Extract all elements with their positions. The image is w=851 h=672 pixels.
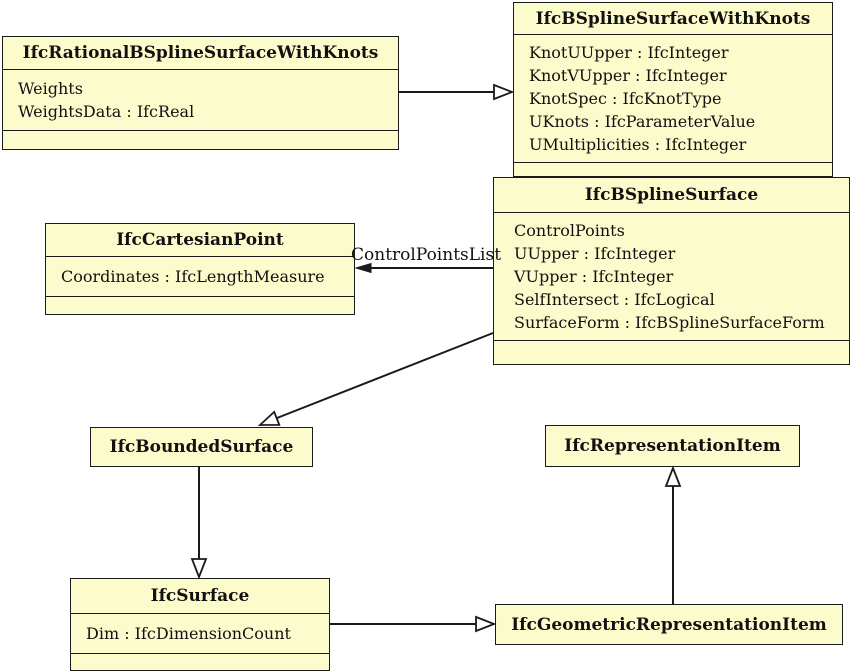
attribute: KnotVUpper : IfcInteger: [529, 66, 727, 85]
class-attributes: Weights WeightsData : IfcReal: [3, 70, 398, 131]
generalization-arrowhead-icon: [257, 410, 281, 426]
class-footer-compartment: [46, 297, 354, 314]
attribute: Dim : IfcDimensionCount: [86, 624, 291, 643]
generalization-arrowhead-icon: [475, 615, 497, 633]
class-box-ifc-rational-bspline-surface-with-knots: IfcRationalBSplineSurfaceWithKnots Weigh…: [2, 36, 399, 150]
attribute: UKnots : IfcParameterValue: [529, 112, 756, 131]
generalization-arrowhead-icon: [190, 558, 208, 580]
attribute: UUpper : IfcInteger: [514, 244, 676, 263]
class-footer-compartment: [3, 131, 398, 149]
attribute: KnotSpec : IfcKnotType: [529, 89, 722, 108]
class-box-ifc-geometric-representation-item: IfcGeometricRepresentationItem: [495, 604, 843, 645]
class-box-ifc-representation-item: IfcRepresentationItem: [545, 425, 800, 467]
class-footer-compartment: [514, 163, 832, 176]
class-attributes: ControlPoints UUpper : IfcInteger VUpper…: [494, 213, 849, 341]
class-title: IfcGeometricRepresentationItem: [511, 614, 827, 635]
attribute: KnotUUpper : IfcInteger: [529, 43, 729, 62]
attribute: SelfIntersect : IfcLogical: [514, 290, 715, 309]
attribute: SurfaceForm : IfcBSplineSurfaceForm: [514, 313, 825, 332]
attribute: WeightsData : IfcReal: [18, 102, 195, 121]
generalization-line-bspline-to-bounded: [276, 332, 494, 419]
attribute: VUpper : IfcInteger: [514, 267, 674, 286]
class-box-ifc-cartesian-point: IfcCartesianPoint Coordinates : IfcLengt…: [45, 223, 355, 315]
attribute: ControlPoints: [514, 221, 625, 240]
class-box-ifc-bspline-surface: IfcBSplineSurface ControlPoints UUpper :…: [493, 177, 850, 365]
class-title: IfcRationalBSplineSurfaceWithKnots: [3, 37, 398, 70]
class-box-ifc-bounded-surface: IfcBoundedSurface: [90, 427, 313, 467]
class-box-ifc-bspline-surface-with-knots: IfcBSplineSurfaceWithKnots KnotUUpper : …: [513, 2, 833, 177]
class-attributes: KnotUUpper : IfcInteger KnotVUpper : Ifc…: [514, 35, 832, 163]
generalization-arrowhead-icon: [664, 465, 682, 487]
class-title: IfcCartesianPoint: [46, 224, 354, 257]
attribute: UMultiplicities : IfcInteger: [529, 135, 747, 154]
class-title: IfcRepresentationItem: [564, 436, 781, 456]
class-title: IfcBSplineSurfaceWithKnots: [514, 3, 832, 35]
class-footer-compartment: [71, 654, 329, 670]
generalization-arrowhead-icon: [493, 83, 515, 101]
attribute: Weights: [18, 79, 83, 98]
class-title: IfcBSplineSurface: [494, 178, 849, 213]
association-label-control-points-list: ControlPointsList: [351, 245, 502, 265]
class-attributes: Dim : IfcDimensionCount: [71, 614, 329, 654]
class-attributes: Coordinates : IfcLengthMeasure: [46, 257, 354, 297]
attribute: Coordinates : IfcLengthMeasure: [61, 267, 325, 286]
class-footer-compartment: [494, 341, 849, 364]
class-title: IfcSurface: [71, 579, 329, 614]
class-title: IfcBoundedSurface: [109, 437, 294, 457]
class-box-ifc-surface: IfcSurface Dim : IfcDimensionCount: [70, 578, 330, 671]
